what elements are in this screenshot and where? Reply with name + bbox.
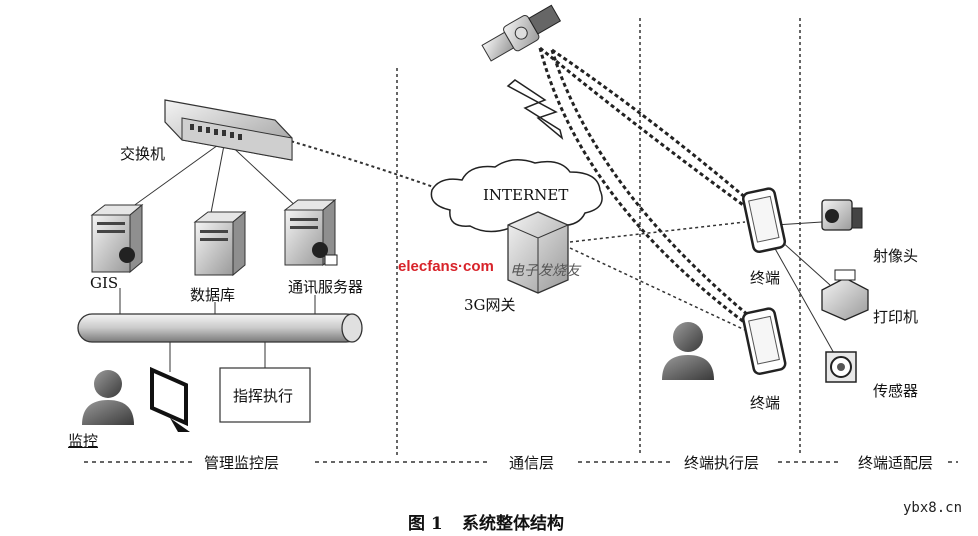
terminal-user-person-icon xyxy=(662,322,714,380)
wireless-signal-icon xyxy=(506,79,564,141)
printer-icon xyxy=(821,269,869,321)
camera-icon xyxy=(821,199,863,231)
terminal-top-icon xyxy=(742,187,787,254)
watermark-brand: elecfans·com xyxy=(398,258,494,275)
terminal-bottom-icon xyxy=(742,307,787,375)
comm-server-label: 通讯服务器 xyxy=(288,278,364,296)
monitor-screen-icon xyxy=(150,366,190,432)
switch-icon xyxy=(164,99,293,161)
internet-cloud-icon xyxy=(430,159,603,233)
switch-label: 交换机 xyxy=(120,145,166,163)
gis-server-icon xyxy=(90,203,144,274)
satellite-icon xyxy=(481,4,562,62)
sensor-label: 传感器 xyxy=(873,382,919,400)
operator-person-icon xyxy=(82,370,134,425)
layer-management-label: 管理监控层 xyxy=(200,452,284,473)
gateway-label: 3G网关 xyxy=(464,296,516,314)
gateway-terminal-links xyxy=(569,221,746,331)
database-label: 数据库 xyxy=(190,286,236,304)
watermark-site: ybx8.cn xyxy=(903,500,963,516)
comm-server-icon xyxy=(283,198,338,267)
layer-adaptation-label: 终端适配层 xyxy=(854,452,938,473)
satellite-links xyxy=(538,46,761,327)
command-box xyxy=(219,367,311,423)
database-server-icon xyxy=(193,210,247,277)
figure-number: 图 1 xyxy=(408,514,443,534)
layer-communication-label: 通信层 xyxy=(505,452,559,473)
command-label: 指挥执行 xyxy=(233,387,294,405)
sensor-icon xyxy=(825,351,857,383)
gateway-router-icon xyxy=(507,211,569,294)
internet-label: INTERNET xyxy=(483,186,569,204)
layer-separators xyxy=(396,18,801,455)
switch-links xyxy=(124,139,301,219)
watermark-brand-cn: 电子发烧友 xyxy=(510,263,580,279)
network-bus xyxy=(77,313,363,343)
layer-execution-label: 终端执行层 xyxy=(680,452,764,473)
figure-title: 系统整体结构 xyxy=(462,514,564,534)
terminal-top-label: 终端 xyxy=(750,269,781,287)
bus-connectors xyxy=(119,288,316,372)
camera-label: 射像头 xyxy=(873,247,919,265)
monitor-label: 监控 xyxy=(68,432,99,450)
gis-label: GIS xyxy=(90,274,119,292)
terminal-bottom-label: 终端 xyxy=(750,394,781,412)
printer-label: 打印机 xyxy=(873,308,919,326)
